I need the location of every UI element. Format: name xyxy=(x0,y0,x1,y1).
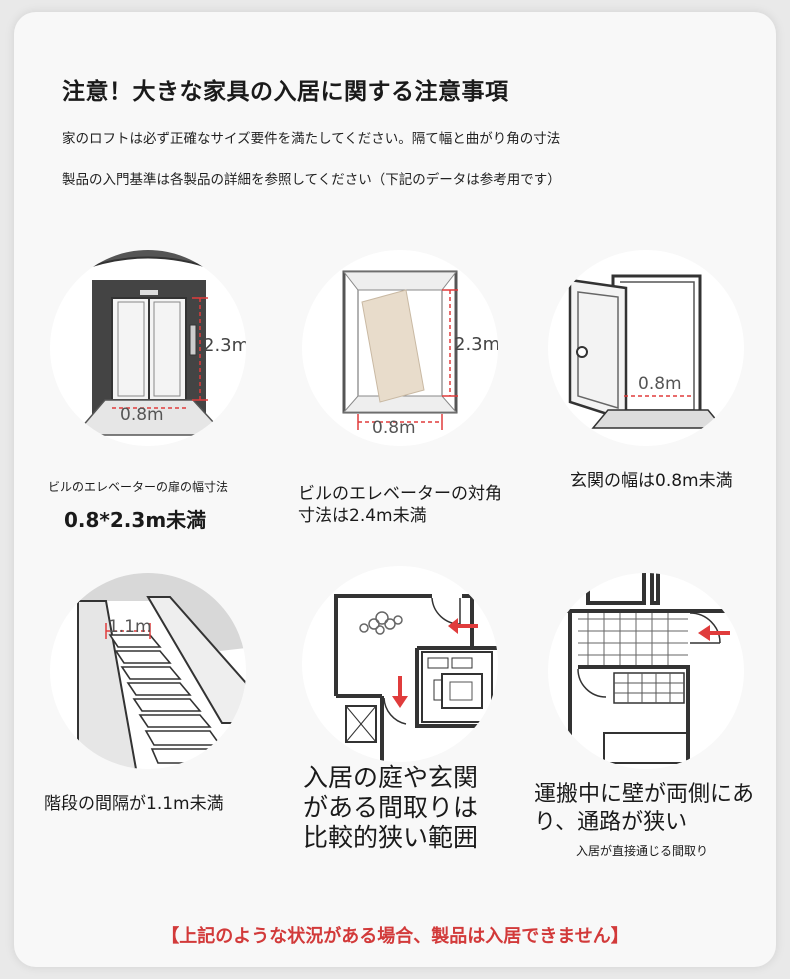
dimension-width-label: 1.1m xyxy=(108,617,152,637)
notice-card xyxy=(14,12,776,967)
dimension-height-label: 2.3m xyxy=(454,334,498,355)
item-4-caption: 階段の間隔が1.1m未満 xyxy=(44,794,224,814)
item-3-caption: 玄関の幅は0.8m未満 xyxy=(570,471,733,491)
item-6-caption: 運搬中に壁が両側にあり、通路が狭い xyxy=(534,782,755,835)
dimension-height-label: 2.3m xyxy=(203,335,246,356)
page-title: 注意！大きな家具の入居に関する注意事項 xyxy=(62,79,509,105)
intro-line-2: 製品の入門基準は各製品の詳細を参照してください（下記のデータは参考用です） xyxy=(62,172,561,188)
item-1-caption-big: 0.8*2.3m未満 xyxy=(64,508,207,532)
dimension-width-label: 0.8m xyxy=(120,405,164,425)
item-6-caption-small: 入居が直接通じる間取り xyxy=(576,844,709,858)
dimension-width-label: 0.8m xyxy=(638,374,682,394)
corridor-icon xyxy=(548,573,744,769)
item-5-caption: 入居の庭や玄関がある間取りは比較的狭い範囲 xyxy=(303,763,479,852)
dimension-width-label: 0.8m xyxy=(372,418,416,438)
elevator-diagonal-icon: 2.3m 0.8m xyxy=(302,250,498,446)
floor-plan-icon xyxy=(302,566,498,762)
elevator-door-icon: 2.3m 0.8m xyxy=(50,250,246,446)
intro-line-1: 家のロフトは必ず正確なサイズ要件を満たしてください。隔て幅と曲がり角の寸法 xyxy=(62,131,561,147)
warning-banner: 【上記のような状況がある場合、製品は入居できません】 xyxy=(161,926,629,947)
item-1-caption-small: ビルのエレベーターの扉の幅寸法 xyxy=(48,480,229,494)
item-2-caption: ビルのエレベーターの対角寸法は2.4m未満 xyxy=(298,484,502,526)
staircase-icon: 1.1m xyxy=(50,573,246,769)
entrance-door-icon: 0.8m xyxy=(548,250,744,446)
